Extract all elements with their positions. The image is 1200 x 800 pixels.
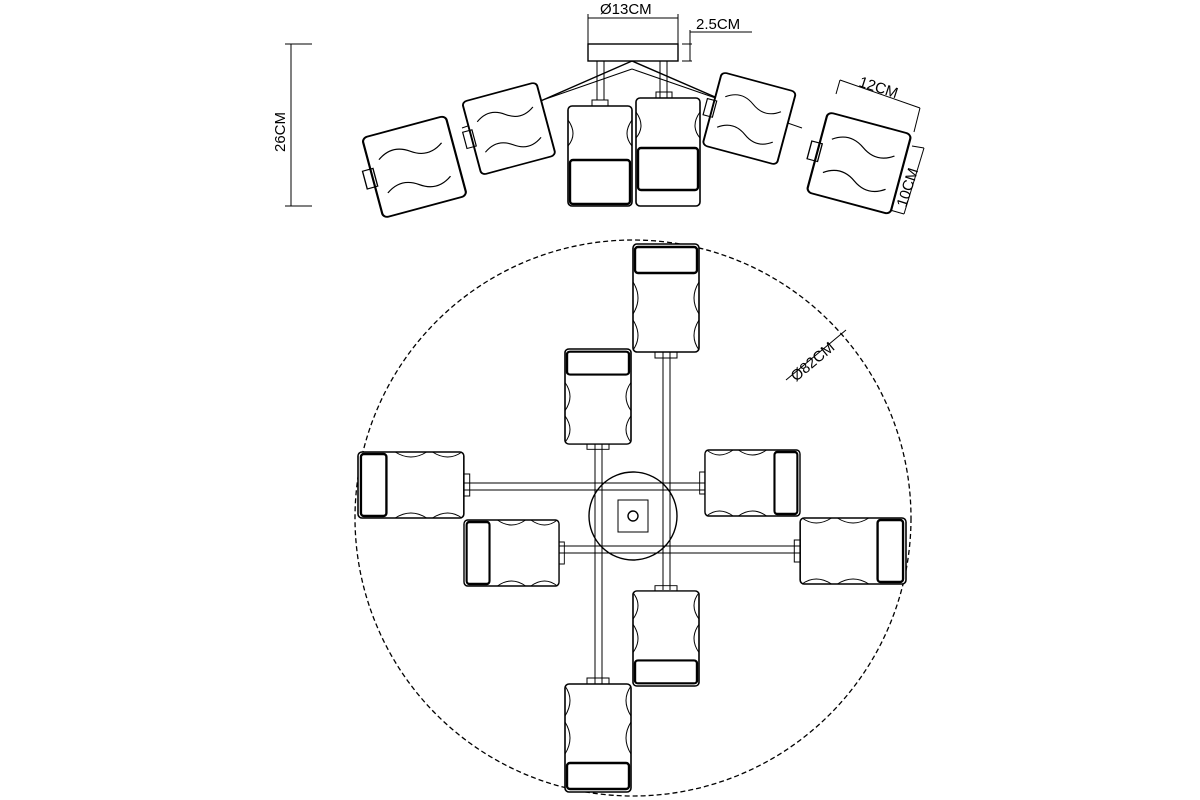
canopy-height-label: 2.5CM	[696, 16, 740, 33]
side-shade-center-right	[635, 91, 701, 207]
top-shade-south-inner	[631, 584, 701, 688]
top-canopy-center	[627, 510, 639, 522]
top-shade-east-inner	[698, 448, 802, 518]
top-shade-west-inner	[462, 518, 566, 588]
top-canopy	[588, 471, 678, 561]
side-view: Ø13CM 2.5CM	[272, 1, 925, 222]
canopy-diameter-label: Ø13CM	[600, 1, 652, 18]
side-shade-inner-left	[454, 81, 557, 178]
overall-diameter-label: Ø82CM	[788, 339, 839, 385]
side-shade-outer-left	[353, 114, 468, 222]
total-height-label: 26CM	[272, 112, 289, 152]
top-shade-north-inner	[563, 347, 633, 451]
overall-diameter-circle	[354, 239, 912, 797]
side-shade-center-left	[567, 99, 633, 207]
top-shade-west	[356, 450, 471, 520]
top-shade-south	[563, 676, 633, 794]
top-view: Ø82CM	[354, 239, 912, 797]
top-shade-east	[793, 516, 908, 586]
shade-length-label: 12CM	[857, 74, 900, 103]
top-shade-north	[631, 242, 701, 360]
side-shade-inner-right	[694, 69, 798, 166]
canopy	[587, 43, 679, 62]
